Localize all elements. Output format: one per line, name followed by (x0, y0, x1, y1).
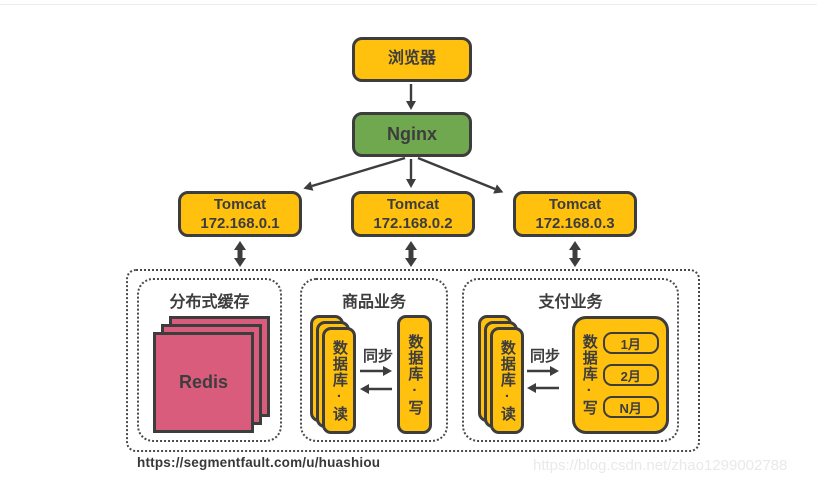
month-box-n: N月 (602, 396, 659, 418)
tomcat-ip: 172.168.0.2 (373, 215, 453, 232)
db-read-label: 数据库·读 (498, 339, 516, 422)
db-read-front: 数据库·读 (322, 327, 356, 434)
tomcat-node-1: Tomcat 172.168.0.1 (178, 191, 302, 237)
db-write-label: 数据库·写 (406, 333, 424, 416)
cache-section: 分布式缓存 Redis (137, 278, 282, 442)
cache-section-title: 分布式缓存 (169, 294, 250, 311)
tomcat-node-2: Tomcat 172.168.0.2 (351, 191, 475, 237)
tomcat-name: Tomcat (213, 195, 267, 213)
db-read-label: 数据库·读 (330, 339, 348, 422)
watermark-segmentfault: https://segmentfault.com/u/huashiou (137, 455, 381, 470)
product-db-write-pillar: 数据库·写 (397, 315, 432, 434)
nginx-label: Nginx (386, 123, 437, 144)
redis-stack: Redis (153, 316, 270, 433)
browser-node: 浏览器 (352, 37, 472, 82)
arrow-nginx-to-tomcat-3 (417, 156, 504, 194)
nginx-node: Nginx (352, 112, 472, 157)
tomcat-ip: 172.168.0.3 (535, 215, 615, 232)
product-section: 商品业务 数据库·读 同步 数据库·写 (300, 278, 448, 442)
tomcat-name: Tomcat (548, 195, 602, 213)
tomcat-name: Tomcat (386, 195, 440, 213)
redis-card-front: Redis (153, 332, 254, 433)
payment-section: 支付业务 数据库·读 同步 数据库·写 1月 2月 N月 (462, 278, 679, 442)
payment-db-read-stack: 数据库·读 (478, 315, 524, 435)
month-shards: 1月 2月 N月 (602, 332, 659, 418)
month-box-1: 1月 (602, 332, 659, 354)
month-box-2: 2月 (602, 364, 659, 386)
arrow-nginx-to-tomcat-1 (303, 156, 406, 191)
top-border-line (0, 4, 817, 5)
db-read-front: 数据库·读 (490, 327, 524, 434)
payment-db-write-box: 数据库·写 1月 2月 N月 (572, 316, 669, 434)
browser-label: 浏览器 (387, 50, 436, 68)
tomcat-node-3: Tomcat 172.168.0.3 (513, 191, 637, 237)
tomcat-ip: 172.168.0.1 (200, 215, 280, 232)
redis-label: Redis (178, 372, 229, 392)
product-db-read-stack: 数据库·读 (310, 315, 356, 435)
watermark-csdn: https://blog.csdn.net/zhao1299002788 (533, 457, 788, 474)
product-section-title: 商品业务 (341, 294, 406, 311)
product-sync-label: 同步 (362, 348, 393, 365)
payment-section-title: 支付业务 (538, 294, 603, 311)
payment-sync-label: 同步 (529, 348, 560, 365)
db-write-label: 数据库·写 (580, 334, 598, 416)
backend-cluster-container (126, 269, 700, 452)
